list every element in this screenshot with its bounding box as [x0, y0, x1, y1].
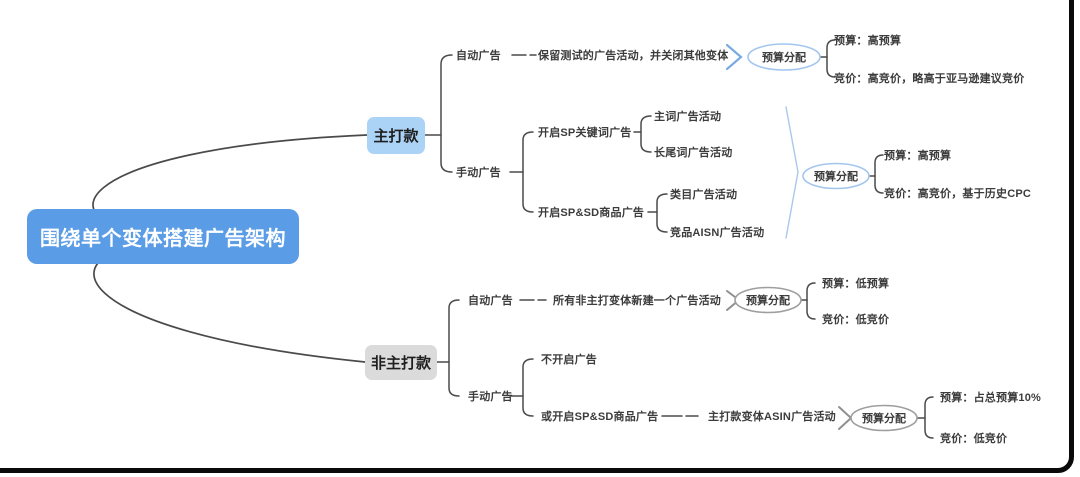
secondary-auto-action[interactable]: 所有非主打变体新建一个广告活动 — [553, 295, 721, 307]
alloc-label-secondary-auto[interactable]: 预算分配 — [746, 295, 790, 307]
sp-keyword-main-words[interactable]: 主词广告活动 — [654, 111, 722, 123]
alloc-budget-secondary-auto[interactable]: 预算：低预算 — [822, 278, 890, 290]
main-auto-action[interactable]: 保留测试的广告活动，并关闭其他变体 — [538, 50, 729, 62]
alloc-budget-main-auto[interactable]: 预算：高预算 — [834, 35, 902, 47]
branch-braces — [424, 39, 934, 439]
alloc-oval-main-auto[interactable] — [747, 43, 821, 71]
secondary-or-action[interactable]: 主打款变体ASIN广告活动 — [708, 411, 836, 423]
alloc-bid-secondary-manual[interactable]: 竞价：低竞价 — [940, 433, 1008, 445]
main-auto-label[interactable]: 自动广告 — [456, 50, 501, 62]
alloc-bid-main-auto[interactable]: 竞价：高竞价，略高于亚马逊建议竞价 — [834, 73, 1025, 85]
sp-keyword-label[interactable]: 开启SP关键词广告 — [538, 127, 632, 139]
alloc-bid-secondary-auto[interactable]: 竞价：低竞价 — [822, 314, 890, 326]
alloc-oval-main-manual[interactable] — [802, 162, 870, 190]
sp-sd-competitor[interactable]: 竞品AISN广告活动 — [670, 227, 765, 239]
alloc-oval-secondary-auto[interactable] — [734, 286, 802, 314]
alloc-oval-secondary-manual[interactable] — [850, 404, 918, 432]
alloc-budget-main-manual[interactable]: 预算：高预算 — [884, 150, 952, 162]
secondary-no-ads[interactable]: 不开启广告 — [541, 354, 597, 366]
chevron-gray-bottom-icon — [838, 406, 853, 430]
secondary-or-sp-sd[interactable]: 或开启SP&SD商品广告 — [541, 411, 659, 423]
chevron-blue-small-icon — [725, 43, 743, 71]
sp-sd-category[interactable]: 类目广告活动 — [670, 189, 738, 201]
alloc-label-main-auto[interactable]: 预算分配 — [762, 52, 806, 64]
alloc-budget-secondary-manual[interactable]: 预算：占总预算10% — [940, 392, 1042, 404]
secondary-auto-label[interactable]: 自动广告 — [468, 295, 513, 307]
main-manual-label[interactable]: 手动广告 — [456, 167, 501, 179]
secondary-manual-label[interactable]: 手动广告 — [468, 391, 513, 403]
sp-sd-label[interactable]: 开启SP&SD商品广告 — [538, 207, 645, 219]
root-topic[interactable]: 围绕单个变体搭建广告架构 — [27, 209, 299, 264]
chevron-blue-large-icon — [785, 106, 799, 239]
alloc-label-secondary-manual[interactable]: 预算分配 — [862, 413, 906, 425]
alloc-label-main-manual[interactable]: 预算分配 — [814, 171, 858, 183]
branch-main-style[interactable]: 主打款 — [367, 117, 425, 154]
sp-keyword-longtail-words[interactable]: 长尾词广告活动 — [654, 147, 733, 159]
alloc-bid-main-manual[interactable]: 竞价：高竞价，基于历史CPC — [884, 188, 1032, 200]
branch-secondary-style[interactable]: 非主打款 — [365, 345, 437, 380]
